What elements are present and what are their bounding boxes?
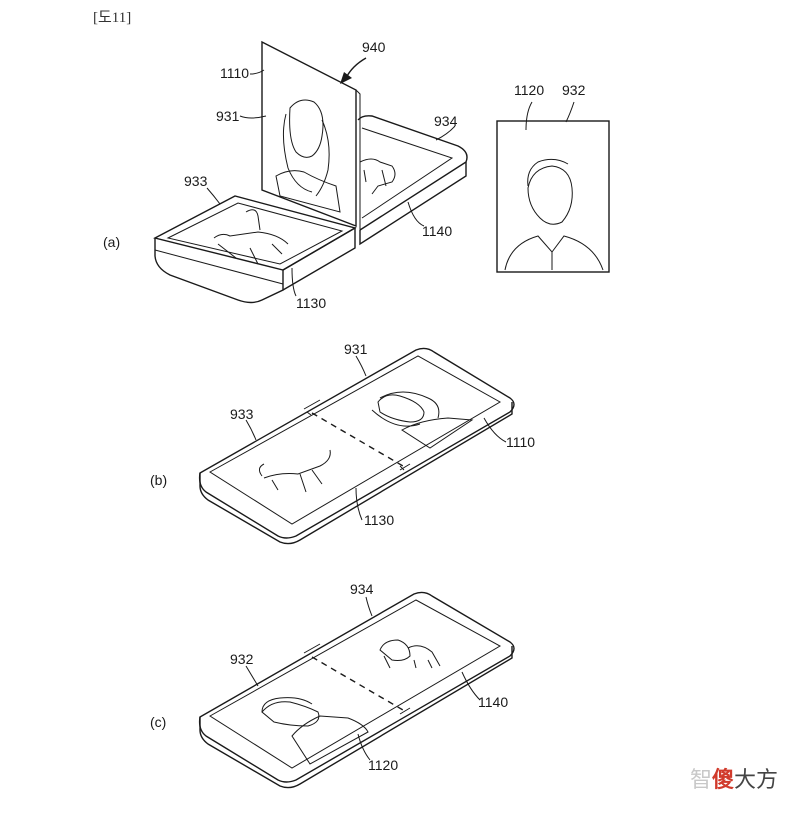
dog-sketch (359, 158, 396, 195)
device-unfolded-c (198, 591, 515, 789)
panel-b: 931 933 1110 1130 (b) (150, 341, 535, 545)
panel-c: 934 932 1140 1120 (c) (150, 581, 515, 789)
fold-line-b (311, 412, 404, 467)
watermark-logo: 智傻大方 (690, 762, 778, 794)
arrow-940 (345, 57, 367, 79)
ref-1110-b: 1110 (506, 434, 535, 450)
cat-sketch-b (258, 449, 331, 493)
man-portrait-sketch (504, 158, 604, 271)
watermark-part-3: 大方 (734, 768, 779, 793)
woman-portrait-sketch (275, 99, 341, 213)
ref-1140-c: 1140 (478, 694, 508, 710)
ref-1120-a: 1120 (514, 82, 544, 98)
screen-1120 (496, 120, 610, 273)
ref-932-c: 932 (230, 651, 254, 667)
watermark-part-1: 智 (690, 768, 713, 793)
ref-932-a: 932 (562, 82, 586, 98)
ref-940-a: 940 (362, 39, 386, 55)
leader-lines-a (206, 69, 575, 297)
ref-1130-a: 1130 (296, 295, 326, 311)
cat-sketch (213, 209, 289, 265)
leader-lines-b (245, 355, 507, 521)
ref-933-a: 933 (184, 173, 208, 189)
ref-933-b: 933 (230, 406, 254, 422)
ref-1120-c: 1120 (368, 757, 398, 773)
ref-1130-b: 1130 (364, 512, 394, 528)
watermark-part-2: 傻 (712, 768, 735, 793)
fold-line-c (311, 656, 404, 711)
ref-931-a: 931 (216, 108, 240, 124)
panel-label-c: (c) (150, 714, 166, 730)
ref-934-a: 934 (434, 113, 458, 129)
device-base-right (357, 115, 468, 246)
device-unfolded-b (198, 347, 515, 545)
panel-a: 940 1110 931 934 933 1140 1130 1120 932 … (103, 39, 610, 311)
panel-label-a: (a) (103, 234, 120, 250)
dog-sketch-c (379, 639, 441, 669)
device-base-left (153, 195, 357, 304)
ref-931-b: 931 (344, 341, 368, 357)
leader-lines-c (245, 596, 481, 761)
woman-portrait-sketch-b (371, 391, 474, 449)
man-portrait-sketch-c (261, 697, 369, 765)
panel-label-b: (b) (150, 472, 167, 488)
ref-1110-a: 1110 (220, 65, 249, 81)
ref-934-c: 934 (350, 581, 374, 597)
figure-title: [도11] (93, 10, 132, 26)
ref-1140-a: 1140 (422, 223, 452, 239)
raised-panel (261, 40, 361, 230)
